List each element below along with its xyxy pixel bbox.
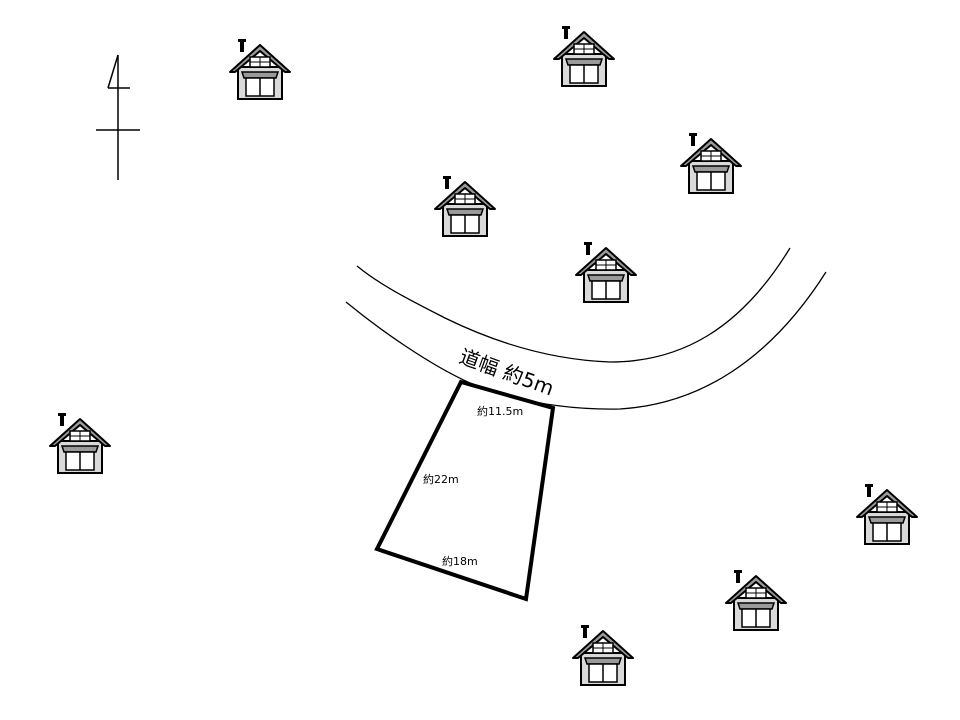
house-icon bbox=[725, 569, 787, 631]
house-icon bbox=[553, 25, 615, 87]
house-icon bbox=[434, 175, 496, 237]
road-edge-upper bbox=[356, 247, 791, 363]
house-icon bbox=[49, 412, 111, 474]
lot-outline bbox=[374, 379, 556, 602]
lot-frontage-label: 約11.5m bbox=[477, 404, 523, 418]
house-icon bbox=[856, 483, 918, 545]
road bbox=[345, 247, 827, 410]
north-arrow-icon bbox=[96, 54, 140, 180]
lot-side-label: 約22m bbox=[423, 472, 459, 486]
house-icon bbox=[575, 241, 637, 303]
road-edge-lower bbox=[345, 271, 827, 410]
house-icon bbox=[680, 132, 742, 194]
house-icon bbox=[572, 624, 634, 686]
house-icon bbox=[229, 38, 291, 100]
lot-rear-label: 約18m bbox=[442, 554, 478, 568]
